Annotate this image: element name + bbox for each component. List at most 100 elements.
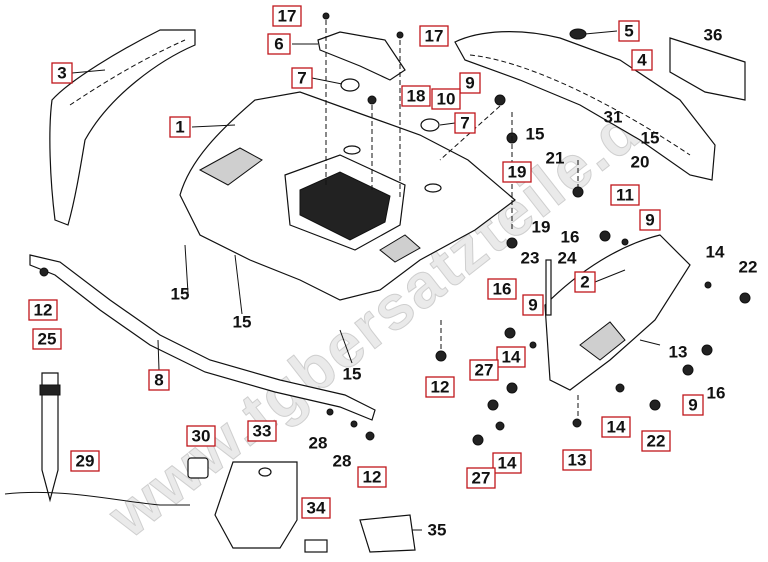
- callout-12b-label: 12: [431, 378, 450, 397]
- callout-15a: 15: [171, 285, 190, 304]
- callout-20: 20: [631, 153, 650, 172]
- callout-16c-label: 16: [707, 384, 726, 403]
- callout-8: 8: [148, 369, 170, 391]
- part-4-rear-cover: [454, 28, 716, 181]
- callout-28a: 28: [309, 434, 328, 453]
- callout-35: 35: [428, 521, 447, 540]
- callout-35-label: 35: [428, 521, 447, 540]
- callout-5: 5: [618, 20, 640, 42]
- part-34-plate: [304, 539, 328, 553]
- part-6-bracket: [317, 31, 406, 81]
- callout-14b-label: 14: [502, 348, 521, 367]
- callout-17b: 17: [419, 25, 449, 47]
- callout-16c: 16: [707, 384, 726, 403]
- part-33-panel: [214, 461, 298, 549]
- callout-9d: 9: [682, 394, 704, 416]
- callout-1-label: 1: [175, 118, 184, 137]
- callout-21: 21: [546, 149, 565, 168]
- callout-13a-label: 13: [669, 343, 688, 362]
- callout-14a-label: 14: [706, 243, 725, 262]
- callout-1: 1: [169, 116, 191, 138]
- callout-9c: 9: [522, 294, 544, 316]
- callout-13b-label: 13: [568, 451, 587, 470]
- callout-16b-label: 16: [493, 280, 512, 299]
- callout-15d: 15: [526, 125, 545, 144]
- callout-25-label: 25: [38, 330, 57, 349]
- callout-14d-label: 14: [498, 454, 517, 473]
- callout-33: 33: [247, 420, 277, 442]
- callout-15b: 15: [233, 313, 252, 332]
- callout-14c: 14: [601, 416, 631, 438]
- callout-21-label: 21: [546, 149, 565, 168]
- callout-23-label: 23: [521, 249, 540, 268]
- callout-25: 25: [32, 328, 62, 350]
- callout-36-label: 36: [704, 26, 723, 45]
- callout-3-label: 3: [57, 64, 66, 83]
- callout-9b-label: 9: [645, 211, 654, 230]
- callout-8-label: 8: [154, 371, 163, 390]
- callout-12c-label: 12: [363, 468, 382, 487]
- callout-27b-label: 27: [472, 469, 491, 488]
- callout-19a: 19: [502, 161, 532, 183]
- callout-16b: 16: [487, 278, 517, 300]
- callout-20-label: 20: [631, 153, 650, 172]
- callout-4-label: 4: [637, 51, 647, 70]
- callout-28a-label: 28: [309, 434, 328, 453]
- callout-19a-label: 19: [508, 163, 527, 182]
- callout-27a-label: 27: [475, 361, 494, 380]
- callout-6: 6: [267, 33, 291, 55]
- callout-27b: 27: [466, 467, 496, 489]
- callout-13a: 13: [669, 343, 688, 362]
- callout-9a-label: 9: [465, 74, 474, 93]
- part-30-bushing: [187, 457, 209, 479]
- callout-15a-label: 15: [171, 285, 190, 304]
- part-8-bar: [29, 254, 376, 421]
- callout-5-label: 5: [624, 22, 633, 41]
- callout-7b: 7: [454, 112, 476, 134]
- part-3-front-cover: [49, 29, 196, 226]
- callout-7a-label: 7: [297, 69, 306, 88]
- callout-24-label: 24: [558, 249, 577, 268]
- callout-18-label: 18: [407, 87, 426, 106]
- callout-24: 24: [558, 249, 577, 268]
- callouts: 1 2 3 4 5 6 7 7 8 9 9 9 9 10 11 12 12 12…: [28, 5, 758, 540]
- callout-12a-label: 12: [34, 301, 53, 320]
- callout-3: 3: [51, 62, 73, 84]
- part-36-label: [669, 37, 746, 101]
- callout-14a: 14: [706, 243, 725, 262]
- callout-10: 10: [431, 88, 461, 110]
- callout-2-label: 2: [580, 273, 589, 292]
- callout-15b-label: 15: [233, 313, 252, 332]
- callout-14c-label: 14: [607, 418, 626, 437]
- callout-11: 11: [610, 184, 640, 206]
- callout-17b-label: 17: [425, 27, 444, 46]
- callout-19b: 19: [532, 218, 551, 237]
- callout-14d: 14: [492, 452, 522, 474]
- callout-34: 34: [301, 497, 331, 519]
- callout-9d-label: 9: [688, 396, 697, 415]
- callout-10-label: 10: [437, 90, 456, 109]
- callout-2: 2: [574, 271, 596, 293]
- callout-17a: 17: [272, 5, 302, 27]
- callout-18: 18: [401, 85, 431, 107]
- part-1-rear-body: [179, 91, 516, 301]
- callout-9c-label: 9: [528, 296, 537, 315]
- callout-30: 30: [186, 425, 216, 447]
- callout-23: 23: [521, 249, 540, 268]
- callout-11-label: 11: [616, 186, 634, 205]
- callout-16a-label: 16: [561, 228, 580, 247]
- callout-22a-label: 22: [739, 258, 758, 277]
- callout-29: 29: [70, 450, 100, 472]
- callout-36: 36: [704, 26, 723, 45]
- callout-29-label: 29: [76, 452, 95, 471]
- callout-22b-label: 22: [647, 432, 666, 451]
- callout-15c-label: 15: [343, 365, 362, 384]
- callout-7a: 7: [291, 67, 313, 89]
- fasteners: [39, 12, 751, 446]
- callout-14b: 14: [496, 346, 526, 368]
- callout-31: 31: [604, 108, 623, 127]
- callout-13b: 13: [562, 449, 592, 471]
- part-7-caps: [340, 78, 440, 132]
- part-35-plate: [359, 514, 416, 553]
